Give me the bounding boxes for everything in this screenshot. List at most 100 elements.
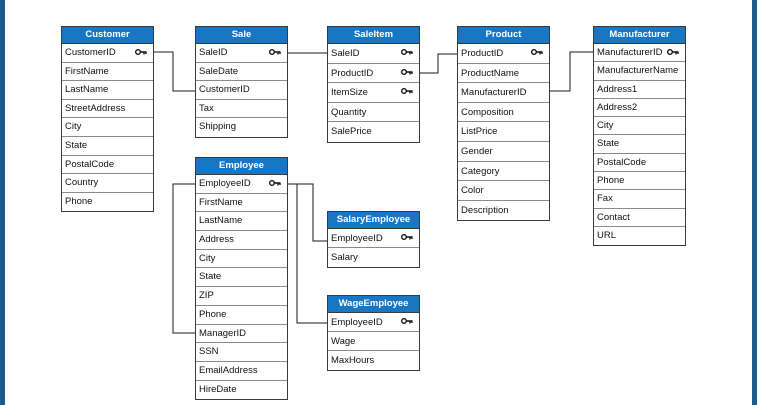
key-icon	[135, 48, 147, 57]
field-row: ProductID	[458, 44, 549, 64]
field-name: SalePrice	[331, 126, 372, 138]
field-name: URL	[597, 229, 617, 241]
field-row: Contact	[594, 209, 685, 227]
field-row: PostalCode	[594, 154, 685, 173]
link-employee-salary	[287, 183, 328, 242]
field-name: CustomerID	[199, 84, 250, 96]
key-icon	[531, 49, 543, 58]
field-row: PostalCode	[62, 156, 153, 175]
field-name: SaleID	[199, 47, 228, 58]
field-row: Quantity	[328, 103, 419, 123]
entity-title: Customer	[62, 27, 153, 44]
field-row: ManagerID	[196, 325, 287, 344]
field-row: HireDate	[196, 381, 287, 400]
field-row: Color	[458, 181, 549, 201]
field-row: Gender	[458, 142, 549, 162]
key-icon	[401, 88, 413, 97]
field-row: City	[594, 117, 685, 136]
field-name: SaleID	[331, 48, 360, 59]
field-row: EmployeeID	[196, 175, 287, 194]
field-row: Shipping	[196, 118, 287, 137]
field-row: EmailAddress	[196, 362, 287, 381]
key-icon	[401, 318, 413, 327]
field-row: SSN	[196, 343, 287, 362]
entity-title: Manufacturer	[594, 27, 685, 44]
field-name: ProductName	[461, 67, 520, 79]
field-row: StreetAddress	[62, 100, 153, 119]
key-icon	[269, 179, 281, 188]
field-name: PostalCode	[597, 156, 647, 168]
field-name: Color	[461, 185, 484, 197]
link-saleitem-product	[419, 53, 458, 74]
field-name: EmployeeID	[331, 233, 383, 244]
entity-manufacturer[interactable]: Manufacturer ManufacturerID ManufacturerN…	[593, 26, 686, 247]
field-name: EmployeeID	[199, 178, 251, 189]
field-row: Country	[62, 174, 153, 193]
field-row: LastName	[196, 212, 287, 232]
field-name: ListPrice	[461, 126, 498, 138]
field-name: Phone	[199, 308, 227, 320]
field-row: SaleDate	[196, 63, 287, 82]
field-name: City	[199, 252, 216, 264]
link-employee-wage	[287, 183, 328, 324]
field-name: State	[199, 271, 222, 283]
link-employee-manager	[172, 183, 196, 334]
field-name: Country	[65, 177, 99, 189]
field-row: MaxHours	[328, 351, 419, 370]
field-name: Address	[199, 234, 234, 246]
field-row: ManufacturerName	[594, 62, 685, 81]
field-name: CustomerID	[65, 47, 116, 58]
field-name: FirstName	[199, 196, 243, 208]
field-name: Salary	[331, 252, 358, 263]
field-row: State	[196, 268, 287, 288]
field-name: Address1	[597, 83, 638, 95]
field-row: SaleID	[328, 44, 419, 64]
key-icon	[667, 48, 679, 57]
field-name: Contact	[597, 211, 630, 223]
field-row: State	[594, 135, 685, 154]
entity-title: SalaryEmployee	[328, 212, 419, 229]
entity-salaryemployee[interactable]: SalaryEmployee EmployeeID Salary	[327, 211, 420, 268]
field-name: City	[65, 121, 82, 133]
field-row: City	[196, 250, 287, 269]
field-row: ManufacturerID	[594, 44, 685, 63]
entity-title: Employee	[196, 158, 287, 175]
key-icon	[401, 234, 413, 243]
field-name: ManagerID	[199, 327, 246, 339]
field-name: Fax	[597, 193, 613, 205]
field-name: Category	[461, 165, 500, 177]
entity-title: Product	[458, 27, 549, 44]
field-name: PostalCode	[65, 158, 115, 170]
field-row: ListPrice	[458, 122, 549, 142]
field-name: ItemSize	[331, 87, 368, 99]
key-icon	[269, 48, 281, 57]
field-name: ProductID	[461, 48, 504, 59]
field-name: StreetAddress	[65, 102, 126, 114]
field-name: EmailAddress	[199, 364, 258, 376]
field-row: State	[62, 137, 153, 156]
field-name: ZIP	[199, 290, 214, 302]
field-row: ProductName	[458, 64, 549, 84]
field-name: Gender	[461, 145, 493, 157]
field-row: ItemSize	[328, 83, 419, 103]
field-name: ManufacturerID	[597, 47, 663, 58]
field-row: Phone	[62, 193, 153, 212]
field-row: Salary	[328, 248, 419, 267]
field-name: Phone	[597, 175, 625, 187]
field-row: SaleID	[196, 44, 287, 63]
field-name: SSN	[199, 346, 219, 358]
field-row: LastName	[62, 81, 153, 100]
field-row: ZIP	[196, 287, 287, 306]
field-name: State	[65, 139, 88, 151]
entity-title: Sale	[196, 27, 287, 44]
field-row: Tax	[196, 100, 287, 119]
field-row: Category	[458, 162, 549, 182]
